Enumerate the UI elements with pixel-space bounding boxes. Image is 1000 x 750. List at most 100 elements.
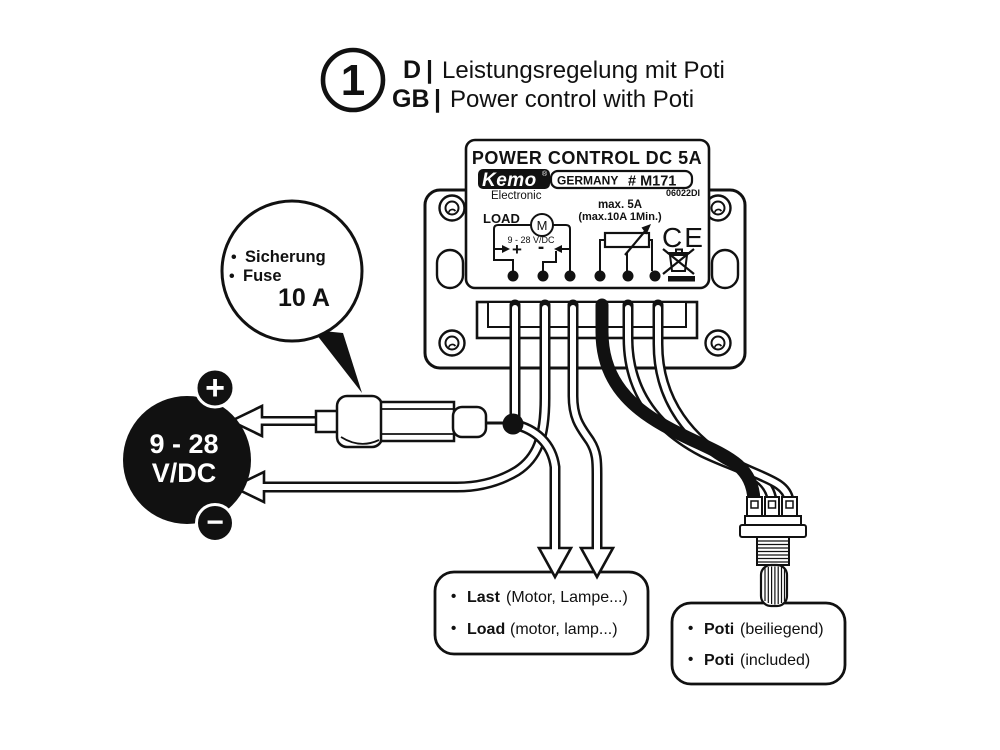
weee-bar: [668, 276, 695, 282]
plus-badge: [194, 367, 236, 409]
title-gb-lang: GB: [392, 85, 430, 113]
fuse-assembly: [228, 330, 505, 449]
poti-lugs: [746, 496, 798, 517]
fuse-holder-cap-line: [340, 436, 380, 445]
origin-model-box: [549, 169, 694, 190]
load-box-outline: [433, 570, 650, 656]
bin-outline: [667, 248, 690, 272]
fuse-holder-ribs: [381, 408, 454, 435]
wire-load-2-core: [570, 305, 600, 555]
model-number: # M171: [628, 174, 676, 190]
poti-thread-lines: [757, 540, 789, 563]
poti-knurl-lines: [764, 566, 786, 605]
poti-box-outline: [670, 601, 847, 686]
terminal-dot: [507, 270, 519, 282]
screw-hole-icon: [438, 194, 466, 222]
minus-terminal-label: -: [538, 237, 544, 258]
title-de-lang: D: [403, 56, 421, 84]
terminal-dot: [622, 270, 634, 282]
plus-glyph: +: [205, 369, 225, 407]
housing-slot-right: [710, 248, 740, 290]
plus-terminal-label: +: [512, 240, 522, 259]
poti-lug-hole: [785, 500, 794, 509]
label-load-schematic: LOAD M 9 - 28 V/DC + -: [483, 211, 571, 271]
poti-flange: [739, 524, 807, 538]
poti-term-en: Poti: [704, 652, 734, 669]
load-detail-de: (Motor, Lampe...): [506, 589, 628, 606]
brand-name: Kemo: [482, 170, 537, 191]
poti-lug-hole: [750, 500, 759, 509]
module-label: POWER CONTROL DC 5A Kemo ® GERMANY # M17…: [464, 138, 711, 290]
power-source-circle: [123, 396, 251, 524]
wire-poti-1-black: [595, 298, 761, 507]
poti-bullet-2: •: [688, 651, 693, 668]
rating-line1: max. 5A: [598, 199, 642, 211]
rating-line2: (max.10A 1Min.): [578, 211, 662, 223]
voltage-range-label: 9 - 28 V/DC: [507, 235, 555, 245]
title-de-text: Leistungsregelung mit Poti: [442, 57, 725, 84]
origin-label: GERMANY: [557, 174, 618, 188]
poti-box: • Poti (beiliegend) • Poti (included): [670, 601, 847, 686]
bin-cross: [662, 248, 695, 275]
module-title: POWER CONTROL DC 5A: [472, 148, 702, 168]
label-poti-schematic: max. 5A (max.10A 1Min.): [578, 199, 662, 271]
motor-letter: M: [537, 218, 548, 233]
terminal-dot: [537, 270, 549, 282]
schematic-rails: [493, 224, 571, 249]
terminal-dot: [594, 270, 606, 282]
title-gb-text: Power control with Poti: [450, 86, 694, 113]
poti-lug: [781, 496, 798, 517]
screw-hole-icon: [704, 329, 732, 357]
minus-badge: [195, 503, 235, 543]
terminal-stub-lines: [493, 249, 571, 271]
ce-mark: CE: [662, 222, 705, 253]
poti-lug: [764, 496, 780, 517]
minus-arrow-icon: [554, 245, 562, 253]
registered-mark: ®: [542, 170, 548, 178]
poti-body-top: [744, 515, 802, 526]
step-number-circle: [320, 47, 386, 113]
poti-stub-lines: [599, 239, 653, 271]
source-voltage-line1: 9 - 28: [149, 429, 218, 459]
step-header: 1 D | Leistungsregelung mit Poti GB | Po…: [320, 47, 725, 113]
fuse-label-en: Fuse: [243, 267, 282, 285]
wiring: [230, 298, 795, 580]
plus-arrow-icon: [502, 245, 510, 253]
load-term-de: Last: [467, 589, 501, 606]
load-bullet-1: •: [451, 588, 456, 605]
terminal-dot: [564, 270, 576, 282]
batch-code: 06022DI: [666, 188, 700, 198]
fuse-rating: 10 A: [278, 284, 330, 312]
fuse-holder-barrel: [379, 400, 456, 443]
fuse-bubble-outline: [220, 199, 364, 343]
potentiometer: [739, 496, 807, 608]
load-label: LOAD: [483, 211, 520, 226]
fuse-label-de: Sicherung: [245, 248, 326, 266]
fuse-bullet-1: •: [231, 249, 237, 266]
screw-hole-icon: [438, 329, 466, 357]
poti-bullet-1: •: [688, 620, 693, 637]
weee-bin-icon: [662, 248, 695, 275]
minus-glyph: −: [206, 506, 224, 539]
fuse-bullet-2: •: [229, 268, 235, 285]
load-box: • Last (Motor, Lampe...) • Load (motor, …: [433, 570, 650, 656]
title-gb-separator: |: [434, 85, 441, 113]
poti-lug: [746, 496, 763, 517]
load-term-en: Load: [467, 621, 505, 638]
device-module: POWER CONTROL DC 5A Kemo ® GERMANY # M17…: [423, 138, 747, 370]
load-bullet-2: •: [451, 620, 456, 637]
fuse-holder-end: [451, 405, 488, 439]
title-de-separator: |: [426, 56, 433, 84]
poti-lug-hole: [767, 500, 777, 509]
load-detail-en: (motor, lamp...): [510, 621, 618, 638]
source-voltage-line2: V/DC: [152, 458, 217, 488]
fuse-holder-nut: [314, 409, 340, 434]
junction-dot: [502, 413, 524, 435]
terminal-dots: [507, 270, 661, 282]
kemo-logo: [478, 169, 550, 189]
poti-detail-de: (beiliegend): [740, 621, 824, 638]
poti-shaft: [759, 563, 789, 608]
poti-wiper-arrow-line: [624, 229, 647, 256]
